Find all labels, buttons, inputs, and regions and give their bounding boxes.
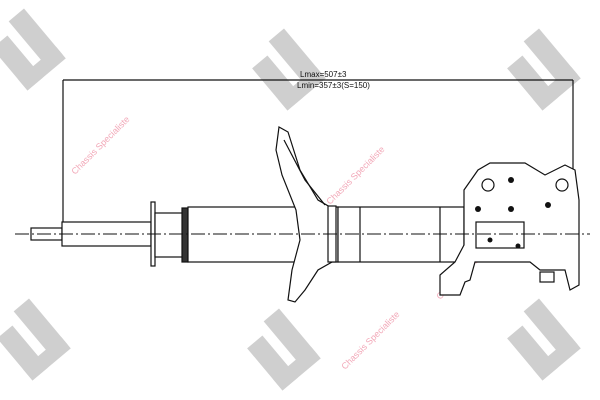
cylinder-lower <box>337 206 465 263</box>
dj-logo <box>507 28 581 111</box>
lmax-label: Lmax=507±3 <box>300 70 347 79</box>
dimension-lines <box>62 79 574 224</box>
dj-logo <box>0 8 66 91</box>
bolt-hole <box>481 178 495 192</box>
bolt-hole <box>555 178 569 192</box>
dj-logo <box>252 28 326 111</box>
dj-logo <box>0 298 71 381</box>
dj-parts-logos <box>0 8 581 391</box>
dj-logo <box>507 298 581 381</box>
lmin-label: Lmin=357±3(S=150) <box>297 81 370 90</box>
seal-ring <box>181 207 189 263</box>
dj-logo <box>247 308 321 391</box>
